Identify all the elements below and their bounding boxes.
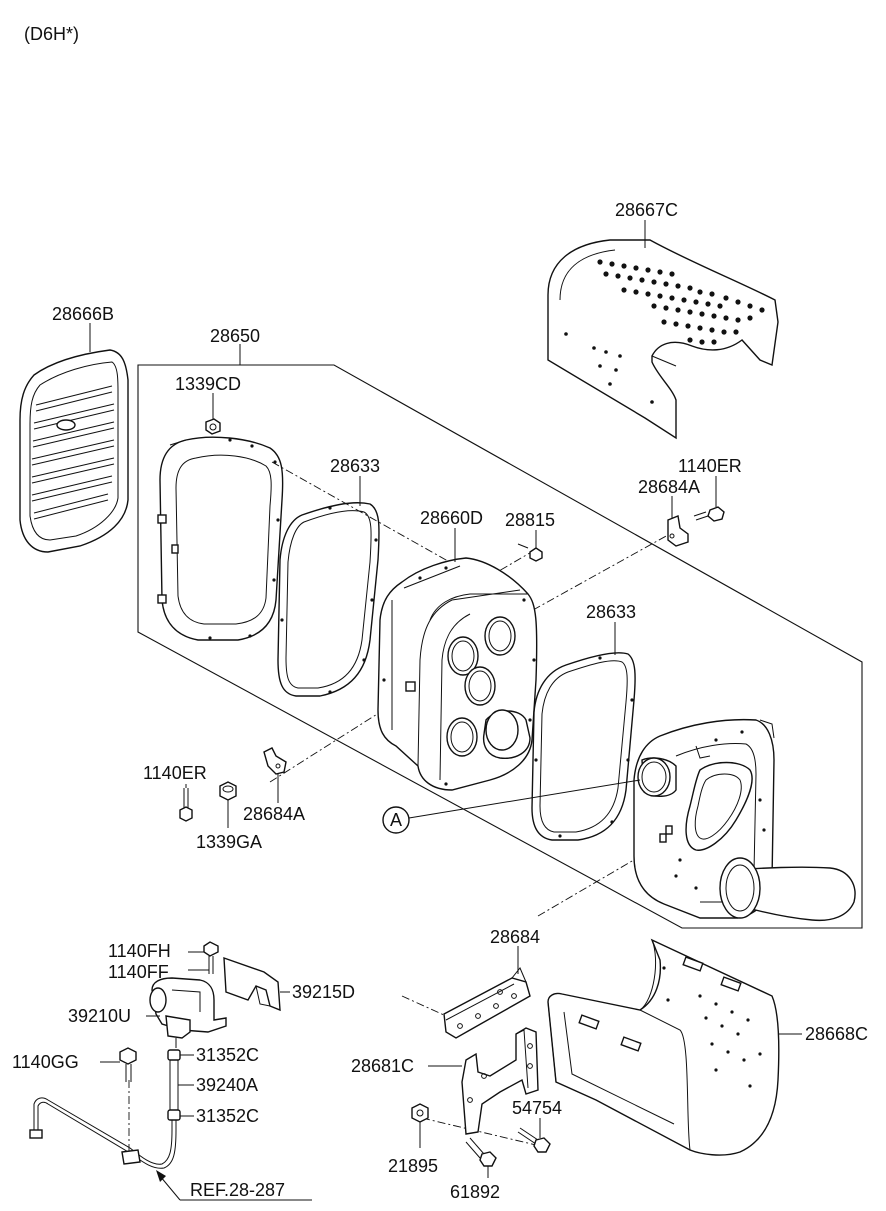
- heat-shield-top-28667C: [547, 239, 779, 440]
- label-39215D: 39215D: [292, 982, 355, 1002]
- bracket-39215D: [223, 956, 281, 1012]
- label-28650: 28650: [210, 326, 260, 346]
- label-28684: 28684: [490, 927, 540, 947]
- label-28684A-right: 28684A: [638, 477, 700, 497]
- label-31352C-top: 31352C: [196, 1045, 259, 1065]
- label-28633-right: 28633: [586, 602, 636, 622]
- sensing-pipe: [29, 1097, 177, 1169]
- sensor-39210U: [149, 977, 227, 1048]
- bracket-28684A-left: [263, 747, 287, 775]
- front-cover-flange: [157, 436, 284, 641]
- hose-39240A: [169, 1060, 179, 1110]
- clamp-31352C-bottom: [167, 1109, 181, 1121]
- label-1339GA: 1339GA: [196, 832, 262, 852]
- label-1140FH: 1140FH: [108, 941, 171, 961]
- bolt-54754: [517, 1127, 551, 1153]
- model-code: (D6H*): [24, 24, 79, 44]
- nut-1339GA: [219, 781, 237, 801]
- grille-slots: [31, 385, 115, 520]
- label-28684A-left: 28684A: [243, 804, 305, 824]
- bolt-28815: [517, 543, 543, 562]
- label-28667C: 28667C: [615, 200, 678, 220]
- label-1339CD: 1339CD: [175, 374, 241, 394]
- bracket-28681C: [461, 1027, 539, 1135]
- heat-guard-28666B: [19, 349, 129, 553]
- ref-arrow: [156, 1170, 312, 1201]
- gasket-28633-right: [531, 652, 636, 841]
- label-28815: 28815: [505, 510, 555, 530]
- gasket-28633-left: [277, 502, 380, 697]
- label-1140ER-left: 1140ER: [143, 763, 207, 783]
- label-28668C: 28668C: [805, 1024, 868, 1044]
- label-61892: 61892: [450, 1182, 500, 1202]
- label-1140GG: 1140GG: [12, 1052, 79, 1072]
- perforation-pattern: [597, 259, 765, 345]
- nut-1339CD: [205, 418, 221, 435]
- label-28660D: 28660D: [420, 508, 483, 528]
- bolt-61892: [465, 1137, 497, 1167]
- bracket-28684A-right: [667, 515, 689, 547]
- alignment-line: [421, 1117, 537, 1146]
- bolt-1140ER-left: [179, 788, 193, 822]
- label-31352C-bottom: 31352C: [196, 1106, 259, 1126]
- bolt-1140FH: [203, 941, 219, 974]
- clamp-31352C-top: [167, 1049, 181, 1061]
- callout-a-circle: [382, 806, 410, 834]
- alignment-line: [401, 995, 467, 1026]
- rear-housing-outlet: [633, 718, 856, 922]
- callout-a-label: A: [390, 810, 402, 830]
- label-28666B: 28666B: [52, 304, 114, 324]
- label-28633-left: 28633: [330, 456, 380, 476]
- label-1140ER-right: 1140ER: [678, 456, 742, 476]
- bolt-1140ER-right: [693, 506, 725, 522]
- heat-shield-lower-28668C: [547, 938, 780, 1156]
- nut-21895: [411, 1103, 429, 1123]
- alignment-line: [537, 839, 669, 917]
- alignment-line: [271, 461, 456, 566]
- muffler-body-28660D: [377, 557, 538, 791]
- alignment-line: [532, 534, 669, 611]
- label-1140FF: 1140FF: [108, 962, 169, 982]
- label-54754: 54754: [512, 1098, 562, 1118]
- label-39240A: 39240A: [196, 1075, 258, 1095]
- bolt-1140GG: [119, 1047, 137, 1082]
- leader-callout-a: [408, 779, 641, 819]
- ref-label: REF.28-287: [190, 1180, 285, 1200]
- bracket-28684: [443, 967, 531, 1039]
- label-39210U: 39210U: [68, 1006, 131, 1026]
- label-21895: 21895: [388, 1156, 438, 1176]
- label-28681C: 28681C: [351, 1056, 414, 1076]
- assembly-frame-28650: [137, 364, 863, 929]
